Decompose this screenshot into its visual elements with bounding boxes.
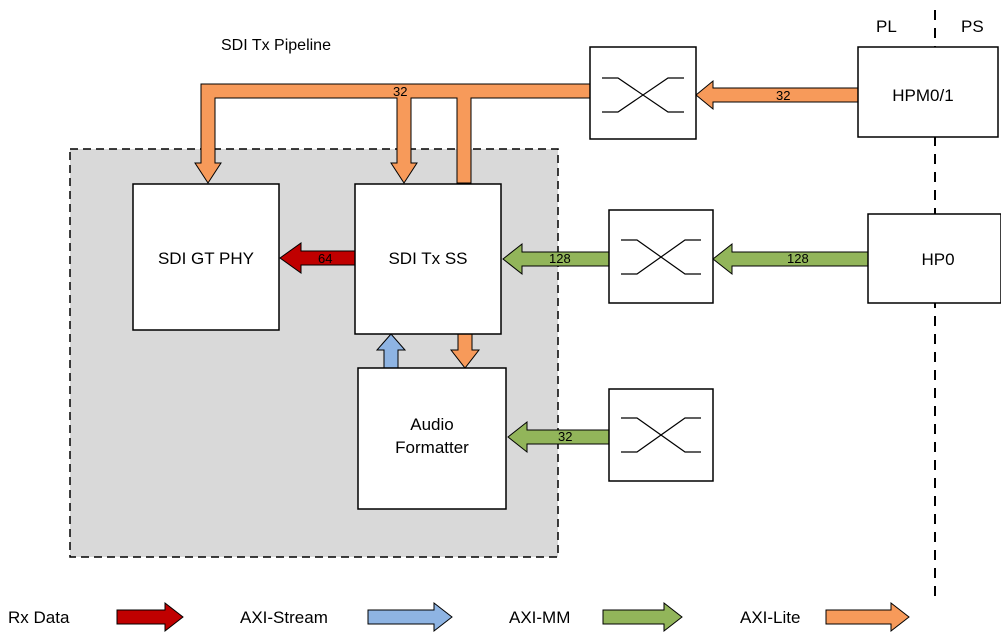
audio-formatter-label-line1: Audio [410,415,453,434]
bus-width-hpm: 32 [776,88,790,103]
hp0-mm-arrow [712,242,869,276]
interconnect-middle[interactable] [608,209,714,304]
legend-label-axi-mm: AXI-MM [509,608,570,627]
ps-label: PS [961,17,984,36]
bus-width-lite: 32 [393,84,407,99]
axi-lite-bus [194,79,859,369]
bus-width-txss-mm: 128 [549,251,571,266]
hp0-block[interactable] [867,213,1001,304]
interconnect-bottom[interactable] [608,388,714,482]
pipeline-title: SDI Tx Pipeline [221,37,331,54]
audio-mm-arrow [507,420,610,454]
legend-label-axi-stream: AXI-Stream [240,608,328,627]
crossbar-icon [602,77,684,113]
rx-data-arrow [279,242,356,274]
axi-stream-audio-arrow [375,333,407,369]
hpm-lite-arrow [695,79,859,111]
sdi-tx-ss-block[interactable] [354,183,502,335]
pl-label: PL [876,17,897,36]
legend-swatch-axi-mm [602,601,683,633]
legend: Rx Data AXI-Stream AXI-MM AXI-Lite [8,601,910,633]
lite-txss-audio-arrow [449,333,481,369]
crossbar-icon [621,239,701,275]
bus-width-audio-mm: 32 [558,429,572,444]
hpm-label: HPM0/1 [892,86,953,105]
hpm-block[interactable] [857,46,999,138]
legend-swatch-axi-stream [367,601,453,633]
interconnect-top[interactable] [589,46,697,140]
sdi-tx-ss-label: SDI Tx SS [388,249,467,268]
legend-swatch-axi-lite [825,601,910,633]
axi-mm-buses [502,242,869,454]
legend-label-rx-data: Rx Data [8,608,70,627]
txss-mm-arrow [502,242,610,276]
audio-formatter-label-line2: Formatter [395,438,469,457]
audio-formatter-block[interactable] [357,367,507,510]
bus-width-rx-data: 64 [318,251,332,266]
sdi-gt-phy-block[interactable] [132,183,280,331]
sdi-gt-phy-label: SDI GT PHY [158,249,254,268]
bus-width-hp0: 128 [787,251,809,266]
lite-bus-horizontal [194,83,591,184]
legend-swatch-rx-data [116,601,184,633]
legend-label-axi-lite: AXI-Lite [740,608,800,627]
hp0-label: HP0 [921,250,954,269]
crossbar-icon [621,417,701,453]
